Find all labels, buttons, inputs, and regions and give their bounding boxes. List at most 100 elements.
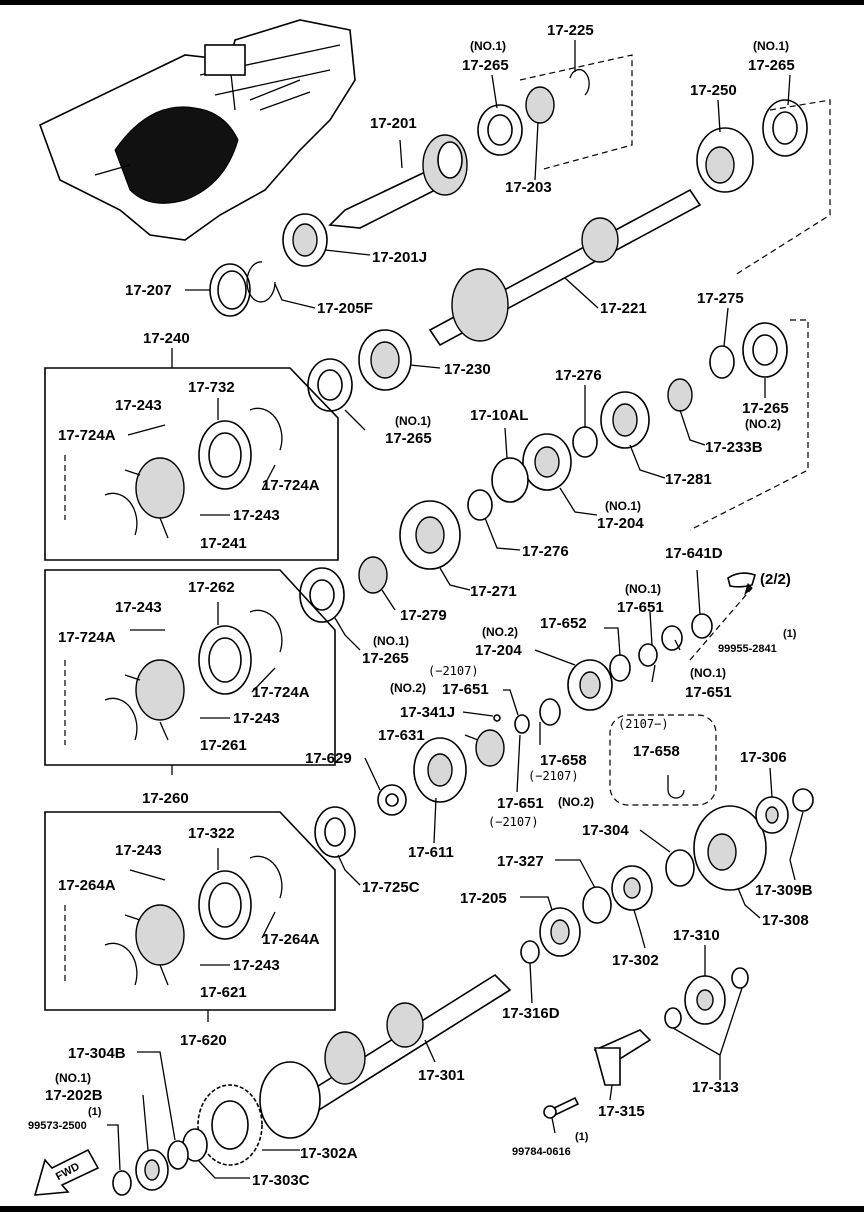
label-17-230: 17-230 (444, 361, 491, 378)
label-17-306: 17-306 (740, 749, 787, 766)
label-17-276-a: 17-276 (555, 367, 602, 384)
label-17-201: 17-201 (370, 115, 417, 132)
label-17-308: 17-308 (762, 912, 809, 929)
ring-17-327 (582, 886, 612, 924)
snap-ring-99573-2500 (112, 1170, 132, 1196)
label-17-313: 17-313 (692, 1079, 739, 1096)
bearing-17-205 (539, 907, 581, 957)
input-shaft-17-201 (328, 134, 468, 229)
shim-17-207 (209, 263, 251, 317)
countershaft-17-301 (259, 973, 512, 1139)
washers-17-313 (664, 967, 749, 1029)
label-17-629: 17-629 (305, 750, 352, 767)
label-17-240: 17-240 (143, 330, 190, 347)
label-17-303C: 17-303C (252, 1172, 310, 1189)
dashed-guide-right (734, 99, 831, 276)
label-17-301: 17-301 (418, 1067, 465, 1084)
gear-17-281 (600, 391, 650, 449)
synchro-ring-17-265-right (762, 99, 808, 157)
label-17-201J: 17-201J (372, 249, 427, 266)
label-17-276-b: 17-276 (522, 543, 569, 560)
synchro-ring-17-265-mid-left (307, 358, 353, 412)
label-17-724A-c: 17-724A (58, 629, 116, 646)
label-17-265-d: 17-265 (742, 400, 789, 417)
label-no2-k: (NO.2) (558, 795, 594, 809)
label-code-2107-b: (−2107) (528, 769, 579, 783)
bearing-17-306 (755, 796, 789, 834)
hand-pointer-icon (727, 572, 756, 588)
label-17-341J: 17-341J (400, 704, 455, 721)
label-no2-d: (NO.2) (745, 417, 781, 431)
label-17-651-a: 17-651 (617, 599, 664, 616)
label-99955-2841: 99955-2841 (718, 643, 777, 655)
bearing-17-204-no1 (522, 433, 572, 491)
washer-17-276-upper (572, 426, 598, 458)
label-17-243-e: 17-243 (115, 842, 162, 859)
label-17-302: 17-302 (612, 952, 659, 969)
label-no1-b: (NO.1) (753, 39, 789, 53)
synchro-ring-17-265-no2 (742, 322, 788, 378)
label-17-260: 17-260 (142, 790, 189, 807)
snap-ring-17-641D (691, 613, 713, 639)
variant-box-17-658 (609, 714, 717, 806)
label-17-233B: 17-233B (705, 439, 763, 456)
label-17-205F: 17-205F (317, 300, 373, 317)
label-17-265-a: 17-265 (462, 57, 509, 74)
label-no1-g: (NO.1) (625, 582, 661, 596)
label-code-2107-box: (2107−) (618, 717, 669, 731)
idler-shaft-17-315 (593, 1029, 652, 1086)
label-17-265-b: 17-265 (748, 57, 795, 74)
label-code-2107-a: (−2107) (428, 664, 479, 678)
label-17-207: 17-207 (125, 282, 172, 299)
top-border (0, 0, 864, 5)
label-17-204-b: 17-204 (475, 642, 522, 659)
label-17-203: 17-203 (505, 179, 552, 196)
label-17-225: 17-225 (547, 22, 594, 39)
label-17-724A-a: 17-724A (58, 427, 116, 444)
gear-17-250 (696, 127, 754, 193)
synchronizer-assembly-17-260 (44, 569, 336, 766)
synchronizer-assembly-17-620 (44, 811, 336, 1011)
label-17-261: 17-261 (200, 737, 247, 754)
snap-ring-17-651-no1-b (638, 643, 658, 667)
shim-17-10AL (491, 457, 529, 503)
gear-17-308 (693, 805, 767, 891)
label-qty-1-c: (1) (575, 1131, 589, 1143)
nut-17-629 (377, 784, 407, 816)
label-17-262: 17-262 (188, 579, 235, 596)
label-17-271: 17-271 (470, 583, 517, 600)
label-17-651-c: 17-651 (442, 681, 489, 698)
label-17-316D: 17-316D (502, 1005, 560, 1022)
label-17-322: 17-322 (188, 825, 235, 842)
bearing-17-202B (135, 1149, 169, 1191)
label-no2-j: (NO.2) (390, 681, 426, 695)
gear-17-302 (611, 865, 653, 911)
label-17-724A-d: 17-724A (252, 684, 310, 701)
label-17-641D: 17-641D (665, 545, 723, 562)
label-17-327: 17-327 (497, 853, 544, 870)
label-17-10AL: 17-10AL (470, 407, 528, 424)
gear-17-611 (413, 737, 467, 803)
sleeve-17-304 (665, 849, 695, 887)
needle-bearing-17-203 (525, 86, 555, 124)
ring-17-658 (539, 698, 561, 726)
part-labels: 17-225 (NO.1) 17-265 (NO.1) 17-265 17-20… (28, 22, 813, 1189)
label-no1-c: (NO.1) (395, 414, 431, 428)
label-17-202B: 17-202B (45, 1087, 103, 1104)
label-17-304B: 17-304B (68, 1045, 126, 1062)
label-no1-l: (NO.1) (55, 1071, 91, 1085)
label-17-310: 17-310 (673, 927, 720, 944)
bearing-17-204-no2 (567, 659, 613, 711)
label-17-658: 17-658 (540, 752, 587, 769)
label-no1-a: (NO.1) (470, 39, 506, 53)
bearing-17-275 (709, 345, 735, 379)
idler-gear-17-310 (684, 975, 726, 1025)
gear-17-271 (399, 500, 461, 570)
washer-17-276-lower (467, 489, 493, 521)
label-17-611: 17-611 (408, 844, 454, 861)
label-17-205: 17-205 (460, 890, 507, 907)
page-reference: (2/2) (760, 571, 791, 588)
snap-ring-17-316D (520, 940, 540, 964)
bottom-border (0, 1206, 864, 1212)
label-17-304: 17-304 (582, 822, 629, 839)
